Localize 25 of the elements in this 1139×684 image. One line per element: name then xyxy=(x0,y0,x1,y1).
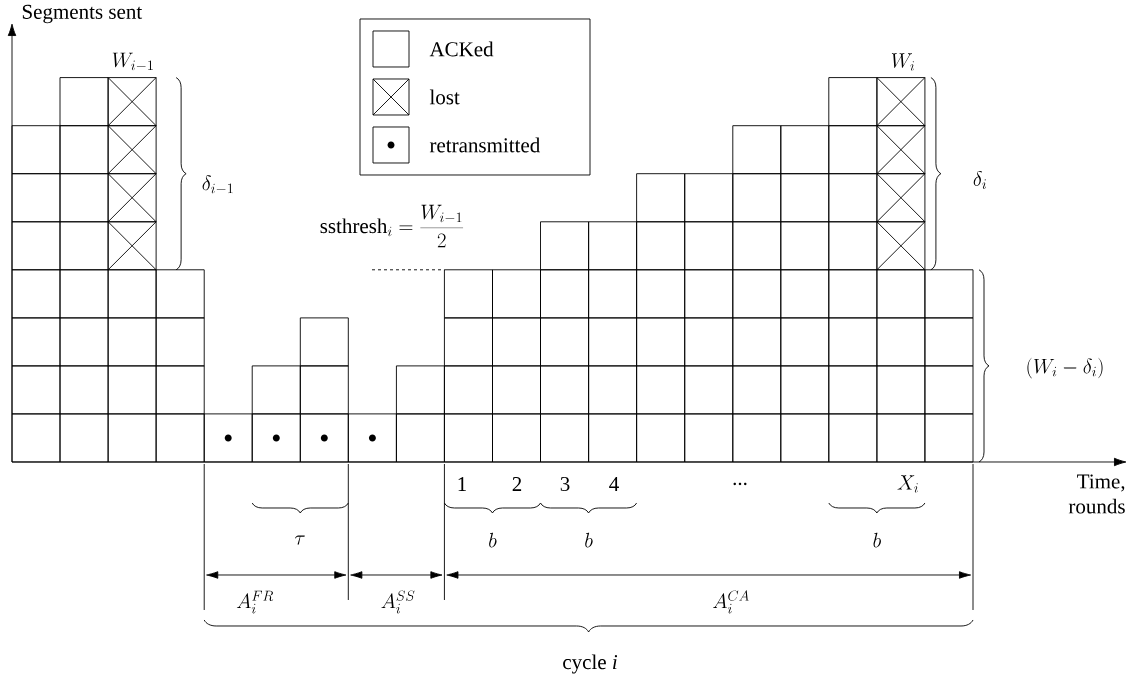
duration-label: $\tau$ xyxy=(295,535,305,545)
period-label: $A_i^{FR}$ xyxy=(236,590,274,614)
threshold-formula: $\mathrm{ssthresh}_i = \frac{W_{i-1}}{2}$ xyxy=(320,204,464,248)
window-label: $W_{i-1}$ xyxy=(112,52,153,71)
axis-label: Segments sent xyxy=(22,4,143,24)
round-number: 4 xyxy=(609,477,619,491)
duration-label: $b$ xyxy=(489,532,497,548)
loss-label: $\delta_{i-1}$ xyxy=(202,175,233,194)
legend-label: retransmitted xyxy=(429,137,540,153)
round-number: 1 xyxy=(458,477,466,491)
cycle-label: cycle i xyxy=(563,654,618,674)
window-formula: $\left(W_i - \delta_i\right)$ xyxy=(1027,357,1103,379)
duration-label: $b$ xyxy=(585,532,593,548)
round-label: $X_i$ xyxy=(897,475,918,493)
legend-label: ACKed xyxy=(429,41,494,57)
axis-label: Time, rounds xyxy=(1068,474,1125,514)
legend-label: lost xyxy=(429,89,460,105)
duration-label: $b$ xyxy=(873,532,881,548)
period-label: $A_i^{CA}$ xyxy=(713,590,749,614)
round-number: 3 xyxy=(560,476,570,492)
round-number: 2 xyxy=(512,477,522,491)
ellipsis: ... xyxy=(733,482,747,486)
period-label: $A_i^{SS}$ xyxy=(381,590,415,614)
window-label: $W_i$ xyxy=(891,53,914,71)
loss-label: $\delta_i$ xyxy=(973,170,986,189)
